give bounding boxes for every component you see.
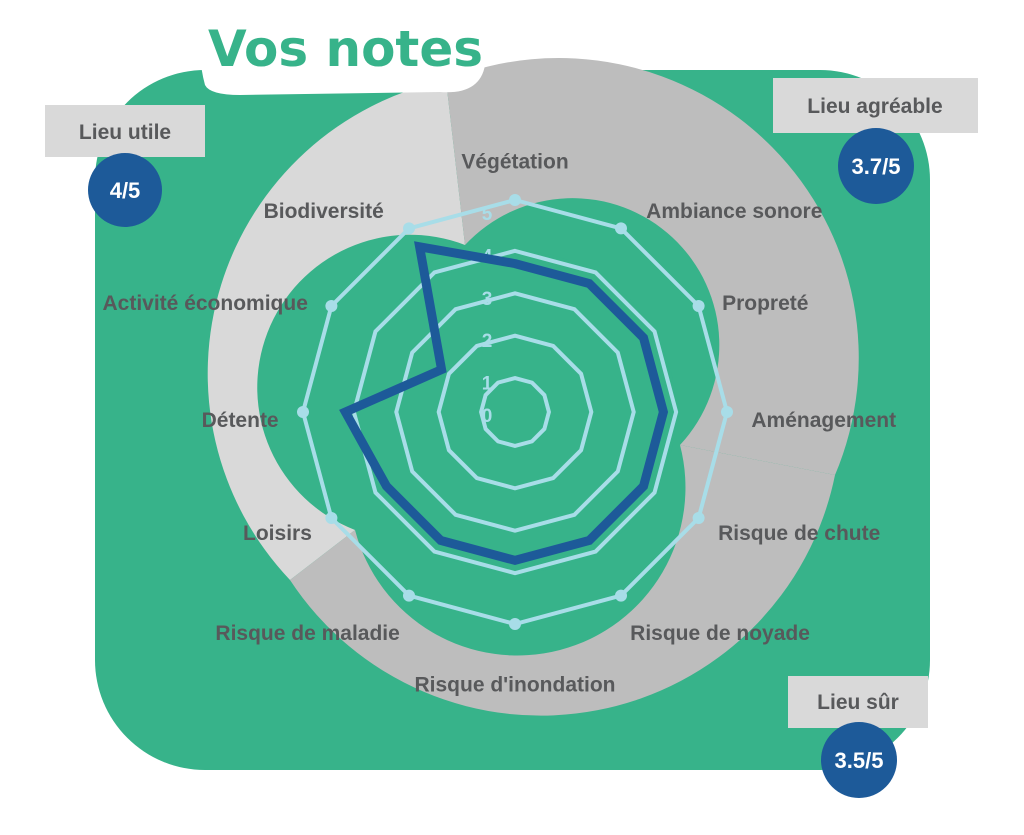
axis-label-12: Biodiversité: [264, 200, 384, 223]
grid-vertex-6: [615, 589, 627, 602]
axis-label-6: Risque de noyade: [630, 622, 810, 645]
axis-label-7: Risque d'inondation: [415, 673, 616, 696]
grid-ring-4: [351, 248, 679, 576]
axis-label-4: Aménagement: [751, 409, 896, 432]
grid-vertex-12: [403, 222, 415, 235]
axis-label-9: Loisirs: [243, 522, 312, 545]
axis-label-3: Propreté: [722, 292, 808, 315]
grid-vertex-7: [509, 618, 521, 630]
tick-label-0: 0: [482, 406, 493, 427]
category-label-lieu-sur: Lieu sûr: [817, 691, 899, 714]
chart-title: Vos notes: [208, 20, 483, 78]
score-badge-lieu-utile: [88, 153, 162, 227]
axis-label-2: Ambiance sonore: [646, 200, 822, 223]
tick-label-3: 3: [482, 289, 493, 310]
category-box-lieu-agreable: [773, 78, 978, 133]
sector-lieu-utile: [207, 80, 466, 580]
tick-label-2: 2: [482, 331, 493, 352]
grid-vertex-4: [721, 406, 733, 418]
title-bubble: [200, 15, 488, 95]
axis-label-8: Risque de maladie: [215, 622, 399, 645]
grid-vertex-1: [509, 194, 521, 206]
category-box-lieu-utile: [45, 105, 205, 157]
grid-vertex-2: [615, 222, 627, 235]
grid-vertex-11: [325, 300, 338, 312]
grid-vertex-3: [692, 300, 705, 312]
grid-vertex-10: [297, 406, 309, 418]
tick-label-1: 1: [482, 374, 493, 395]
category-label-lieu-agreable: Lieu agréable: [807, 95, 942, 118]
score-badge-lieu-agreable: [838, 128, 914, 204]
category-box-lieu-sur: [788, 676, 928, 728]
grid-ring-2: [436, 333, 594, 491]
score-lieu-sur: 3.5/5: [835, 748, 884, 773]
grid-ring-3: [394, 291, 636, 533]
score-badge-lieu-sur: [821, 722, 897, 798]
grid-ring-1: [479, 376, 551, 448]
score-lieu-utile: 4/5: [110, 178, 141, 203]
grid-vertex-9: [325, 512, 338, 524]
grid-vertex-5: [692, 512, 705, 524]
axis-label-5: Risque de chute: [718, 522, 880, 545]
axis-label-1: Végétation: [461, 151, 568, 174]
axis-label-10: Détente: [202, 409, 279, 432]
category-label-lieu-utile: Lieu utile: [79, 121, 171, 144]
tick-label-5: 5: [482, 204, 493, 225]
score-lieu-agreable: 3.7/5: [852, 154, 901, 179]
sector-lieu-agreable: [446, 58, 859, 476]
grid-vertex-8: [403, 589, 415, 602]
inner-disc: [353, 250, 677, 574]
axis-label-11: Activité économique: [103, 292, 308, 315]
series-line-1: [339, 241, 669, 566]
